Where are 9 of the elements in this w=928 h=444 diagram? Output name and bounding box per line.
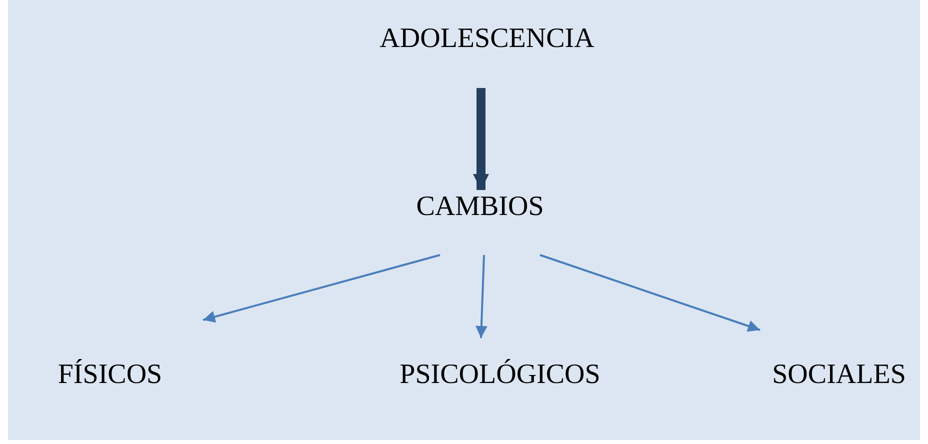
arrow bbox=[540, 254, 760, 332]
node-label: PSICOLÓGICOS bbox=[400, 358, 600, 392]
node-label: SOCIALES bbox=[772, 358, 906, 392]
node-label: ADOLESCENCIA bbox=[380, 22, 594, 56]
arrow bbox=[475, 254, 488, 338]
node-label: FÍSICOS bbox=[58, 358, 162, 392]
arrow bbox=[473, 88, 489, 190]
arrow bbox=[202, 254, 440, 323]
node-label: CAMBIOS bbox=[416, 190, 544, 224]
